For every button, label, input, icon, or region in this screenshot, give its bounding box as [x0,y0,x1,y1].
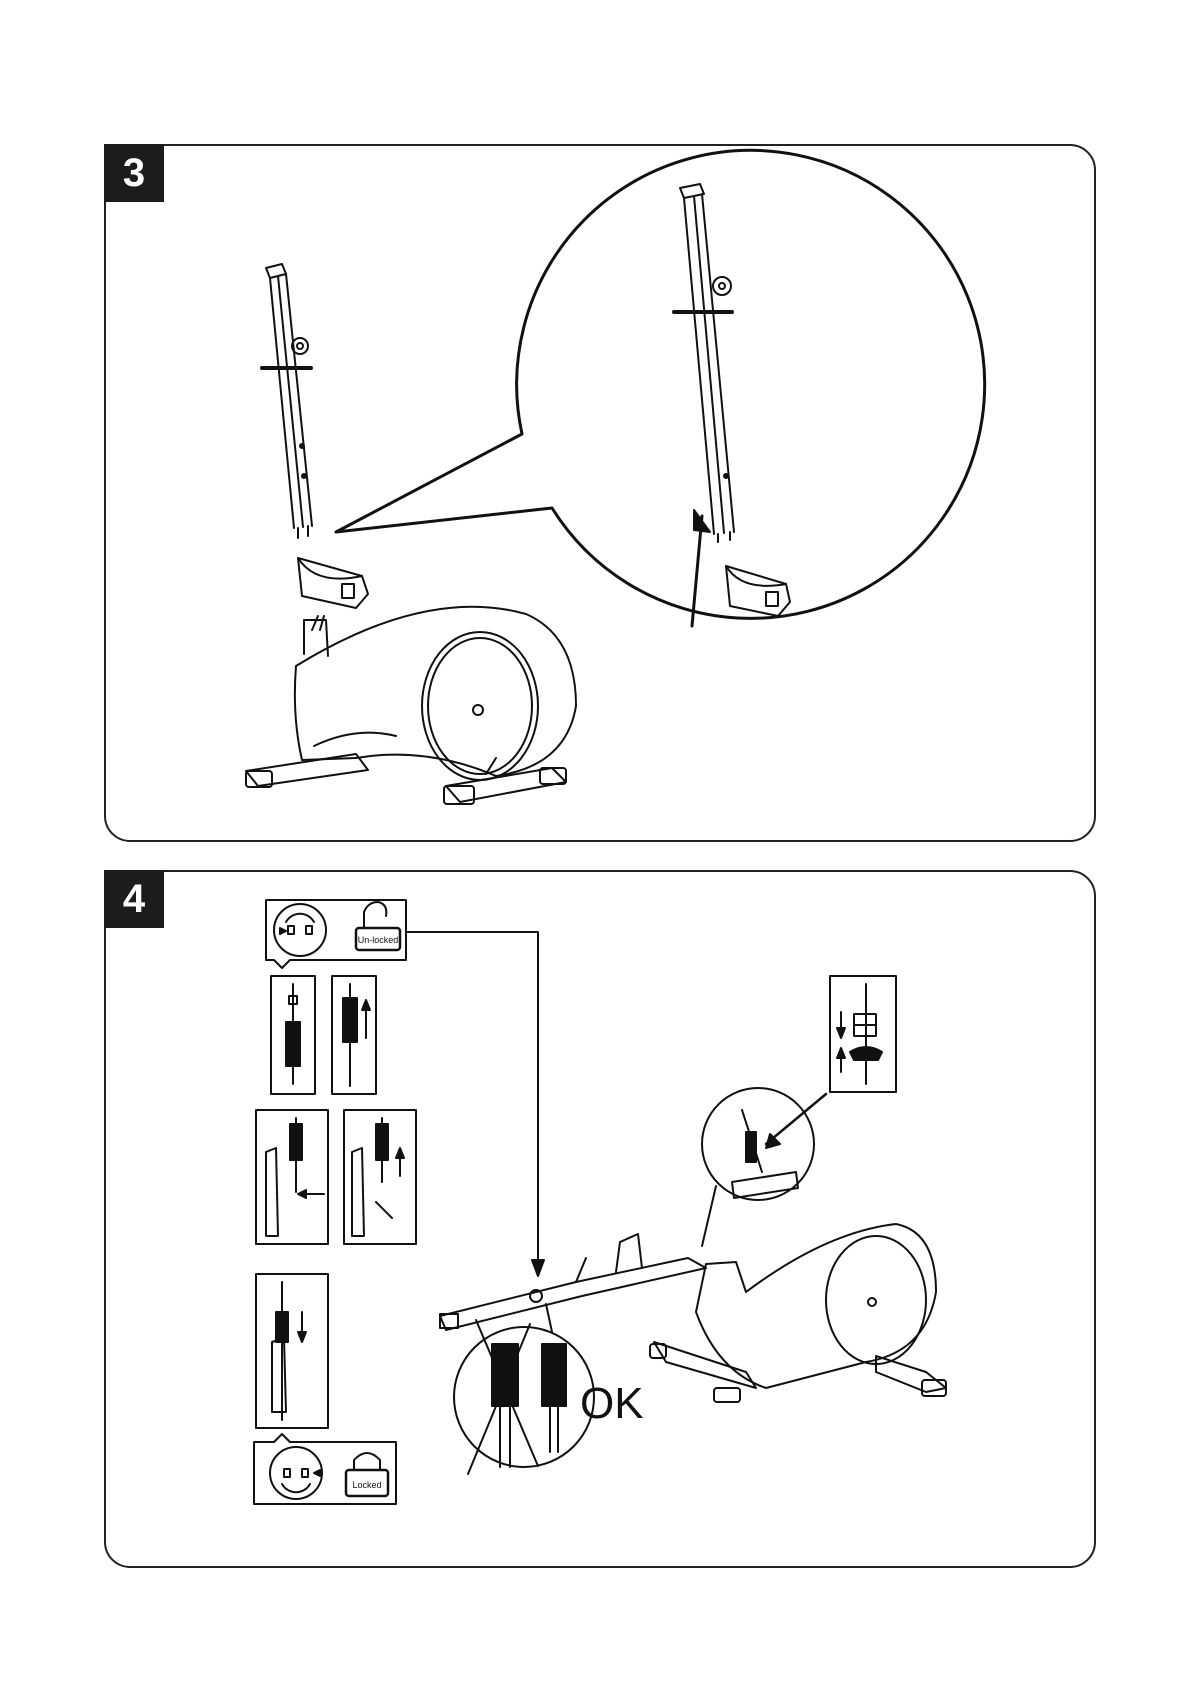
unlocked-label: Un-locked [358,935,399,945]
unlock-step-1-box [271,976,315,1094]
unlocked-callout [266,900,406,968]
step-3-illustration [106,146,1094,840]
tube-cover [298,558,368,608]
plug-connector-box [830,976,896,1092]
unlock-step-2-box [332,976,376,1094]
step-4-panel: 4 Un-locked [104,870,1096,1568]
step-4-illustration: Un-locked [106,872,1094,1566]
ok-detail-circle [454,1320,594,1474]
main-rail-assembly [440,1234,706,1332]
detail-callout-bubble [336,150,985,618]
detail-tube-cover [726,566,790,616]
elliptical-base-unit [246,607,576,804]
connector-detail-circle [702,1088,826,1246]
step-3-panel: 3 [104,144,1096,842]
lock-step-box [256,1274,328,1428]
upward-arrow-icon [692,510,710,626]
unlock-step-3-box [256,1110,328,1244]
ok-label: OK [580,1379,644,1428]
unlock-step-4-box [344,1110,416,1244]
pointer-line [406,932,544,1276]
main-elliptical-unit [650,1224,946,1402]
locked-label: Locked [352,1480,381,1490]
upright-tube [262,264,312,538]
detail-upright-tube [674,184,734,542]
